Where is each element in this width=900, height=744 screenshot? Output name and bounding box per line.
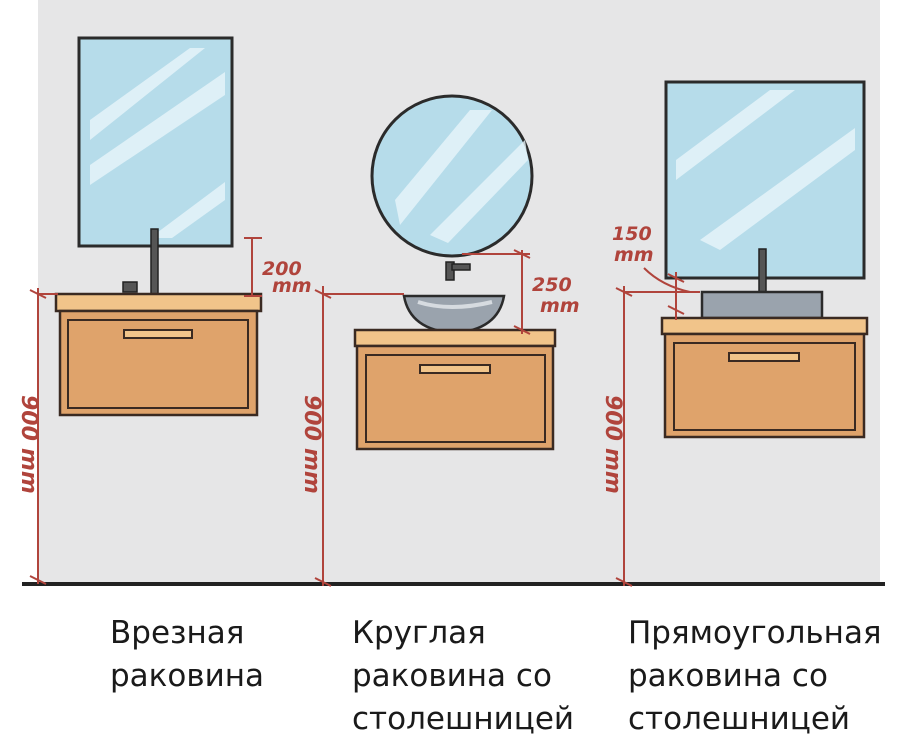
height-tick: [615, 577, 633, 587]
height-tick: [29, 575, 47, 585]
dim-tick: [667, 305, 685, 315]
faucet-spout: [451, 263, 471, 271]
dim-tick: [667, 273, 685, 283]
left-gap-unit: mm: [272, 275, 312, 297]
dim-tick: [513, 325, 531, 335]
dim-leader: [643, 267, 691, 293]
mirror-glare: [676, 90, 795, 180]
round-mirror: [370, 94, 534, 258]
right-gap-unit: mm: [614, 244, 654, 266]
left-height-unit: mm: [16, 448, 41, 494]
right-gap-value: 150: [612, 223, 652, 245]
faucet-handle: [122, 281, 138, 293]
caption-inset-sink: Врезная раковина: [110, 615, 265, 694]
left-height-value: 900: [16, 395, 41, 441]
basin-shine: [417, 300, 493, 309]
middle-drawer-handle: [419, 364, 491, 374]
left-vanity: 200 mm 900 mm: [16, 36, 312, 585]
right-faucet: [758, 248, 767, 295]
mirror-glare: [430, 140, 528, 243]
right-height-unit: mm: [600, 448, 625, 494]
mirror-glare: [395, 110, 492, 225]
right-mirror: [664, 80, 866, 280]
mirror-glare: [150, 182, 225, 238]
right-drawer: [673, 342, 856, 431]
left-drawer-handle: [123, 329, 193, 339]
dim-tick: [513, 249, 531, 259]
right-height-value: 900: [600, 395, 625, 441]
rectangular-basin: [700, 290, 824, 320]
caption-round-sink: Круглая раковина со столешницей: [352, 615, 575, 737]
middle-height-value: 900: [299, 395, 324, 441]
mirror-glare: [700, 128, 855, 250]
left-gap-value: 200: [262, 258, 302, 280]
right-vanity: 150 mm 900 mm: [600, 80, 869, 587]
caption-rectangular-sink: Прямоугольная раковина со столешницей: [628, 615, 882, 737]
middle-faucet: [445, 261, 455, 281]
middle-gap-value: 250: [532, 274, 572, 296]
mirror-glare: [90, 72, 225, 185]
right-countertop: [660, 316, 869, 336]
height-tick: [314, 577, 332, 587]
middle-height-unit: mm: [299, 448, 324, 494]
left-mirror: [77, 36, 234, 248]
left-faucet: [150, 228, 159, 295]
mirror-glare: [90, 48, 205, 140]
middle-vanity: 250 mm 900 mm: [299, 94, 580, 587]
middle-gap-unit: mm: [540, 295, 580, 317]
right-drawer-handle: [728, 352, 800, 362]
left-countertop: [54, 292, 263, 313]
